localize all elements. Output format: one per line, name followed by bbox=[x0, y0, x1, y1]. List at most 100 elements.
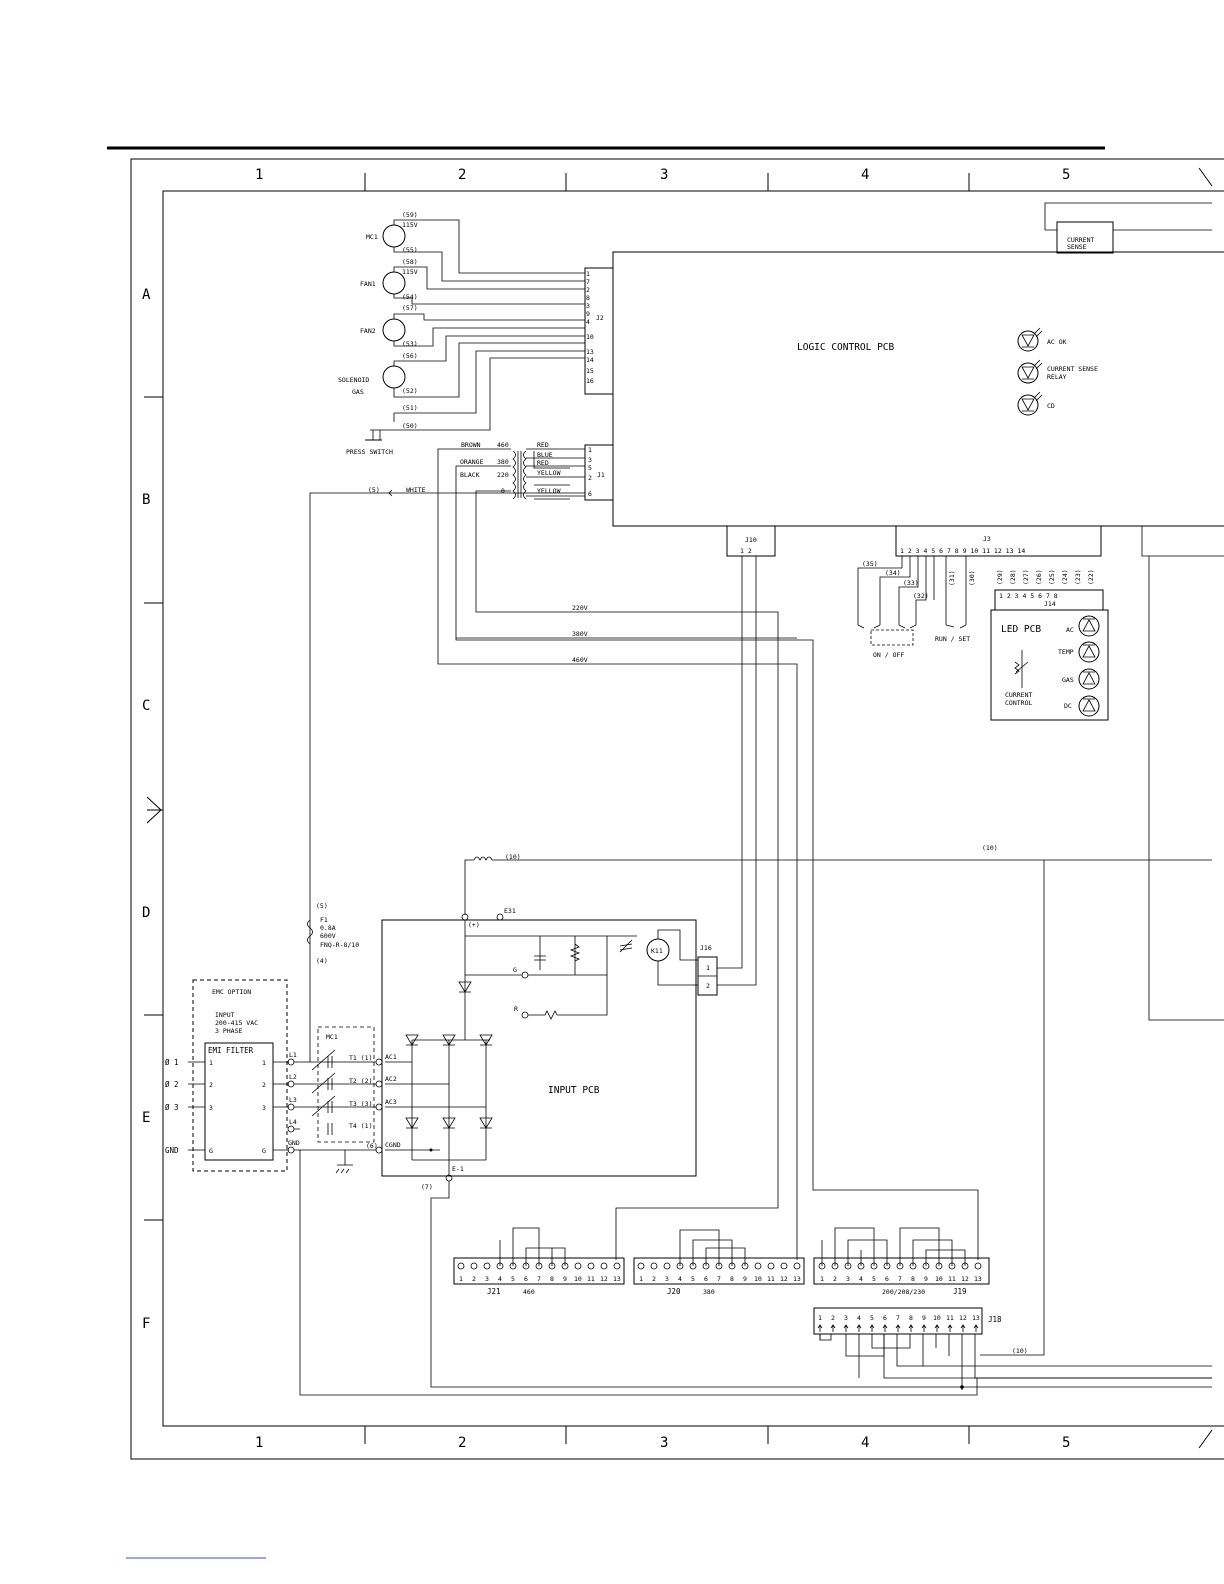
svg-text:AC2: AC2 bbox=[385, 1075, 397, 1083]
zone-col-5-top: 5 bbox=[1062, 167, 1070, 183]
svg-text:SOLENOID: SOLENOID bbox=[338, 376, 369, 384]
svg-text:1: 1 bbox=[588, 446, 592, 454]
j18-pin-arrow bbox=[921, 1324, 927, 1332]
input-pcb bbox=[381, 919, 697, 1177]
svg-text:(35): (35) bbox=[862, 560, 878, 568]
contact-labels: T1 (1) T2 (2) T3 (3) T4 (1) (6) bbox=[349, 1054, 378, 1150]
mc1-contactor-label: MC1 bbox=[326, 1033, 338, 1041]
zone-col-3-bottom: 3 bbox=[660, 1435, 668, 1451]
svg-text:SENSE: SENSE bbox=[1067, 243, 1087, 251]
zone-row-d: D bbox=[142, 905, 150, 921]
svg-text:1: 1 bbox=[262, 1059, 266, 1067]
jumper-pin bbox=[535, 1262, 543, 1270]
svg-text:2: 2 bbox=[586, 286, 590, 294]
switch-on-off: ON / OFF bbox=[873, 651, 904, 659]
control-transformer: BROWN 460 ORANGE 380 BLACK 220 0 RED BLU… bbox=[460, 441, 585, 500]
jumper-pin-number: 5 bbox=[691, 1275, 695, 1283]
svg-text:L3: L3 bbox=[289, 1096, 297, 1104]
current-sense: CURRENT SENSE bbox=[1044, 202, 1212, 254]
svg-text:2: 2 bbox=[209, 1081, 213, 1089]
jumper-pin bbox=[574, 1262, 582, 1270]
svg-text:G: G bbox=[209, 1147, 213, 1155]
svg-text:1: 1 bbox=[209, 1059, 213, 1067]
jumper-pin bbox=[702, 1262, 710, 1270]
j18-pin-number: 12 bbox=[959, 1314, 967, 1322]
jumper-pin-number: 10 bbox=[935, 1275, 943, 1283]
j18-pin-number: 1 bbox=[818, 1314, 822, 1322]
emi-filter-pins: 1 2 3 G 1 2 3 G bbox=[209, 1059, 266, 1155]
logic-control-pcb-title: LOGIC CONTROL PCB bbox=[797, 342, 895, 353]
svg-text:4: 4 bbox=[586, 318, 590, 326]
svg-text:115V: 115V bbox=[402, 268, 418, 276]
svg-text:115V: 115V bbox=[402, 221, 418, 229]
jumper-pin bbox=[780, 1262, 788, 1270]
svg-text:AC3: AC3 bbox=[385, 1098, 397, 1106]
svg-text:14: 14 bbox=[586, 356, 594, 364]
jumper-pin bbox=[715, 1262, 723, 1270]
svg-text:L4: L4 bbox=[289, 1118, 297, 1126]
jumper-pin bbox=[948, 1262, 956, 1270]
motor-mc1: (59) 115V MC1 (55) bbox=[366, 211, 418, 254]
jumper-pin-number: 1 bbox=[820, 1275, 824, 1283]
svg-text:1 2: 1 2 bbox=[740, 547, 752, 555]
j18-pin-number: 7 bbox=[896, 1314, 900, 1322]
jumper-pin-number: 10 bbox=[574, 1275, 582, 1283]
svg-text:RED: RED bbox=[537, 441, 549, 449]
svg-text:J20: J20 bbox=[667, 1287, 681, 1296]
solenoid-gas: (56) SOLENOID GAS (52) bbox=[338, 352, 418, 396]
svg-text:T1 (1): T1 (1) bbox=[349, 1054, 372, 1062]
jumper-pin-number: 2 bbox=[833, 1275, 837, 1283]
jumper-pin bbox=[741, 1262, 749, 1270]
svg-text:8: 8 bbox=[586, 294, 590, 302]
j1-label: J1 bbox=[597, 471, 605, 479]
svg-text:WHITE: WHITE bbox=[406, 486, 426, 494]
mc1-contactor bbox=[317, 1026, 375, 1143]
svg-text:1 2 3 4 5 6 7 8 9 10 11 12: 1 2 3 4 5 6 7 8 9 10 11 12 13 14 bbox=[900, 547, 1025, 555]
return-wiring bbox=[299, 1150, 978, 1396]
jumper-pin-number: 8 bbox=[550, 1275, 554, 1283]
svg-text:BLUE: BLUE bbox=[537, 451, 553, 459]
j18-pin-number: 10 bbox=[933, 1314, 941, 1322]
jumper-pin bbox=[676, 1262, 684, 1270]
j21-block: J21 460 bbox=[453, 1227, 625, 1296]
zone-row-b: B bbox=[142, 492, 150, 508]
svg-text:2: 2 bbox=[706, 982, 710, 990]
jumper-pin-number: 7 bbox=[537, 1275, 541, 1283]
j18-pin-arrow bbox=[856, 1324, 862, 1332]
emc-phase: 3 PHASE bbox=[215, 1027, 242, 1035]
j18-pin-number: 9 bbox=[922, 1314, 926, 1322]
switch-run-set: RUN / SET bbox=[935, 635, 970, 643]
j18-pin-arrow bbox=[882, 1324, 888, 1332]
svg-text:R: R bbox=[514, 1005, 518, 1013]
svg-text:3: 3 bbox=[262, 1104, 266, 1112]
j18-pin-number: 4 bbox=[857, 1314, 861, 1322]
j18-pin-arrow bbox=[934, 1324, 940, 1332]
j18-pin-arrow bbox=[895, 1324, 901, 1332]
jumper-pin-number: 4 bbox=[498, 1275, 502, 1283]
jumper-pin-number: 2 bbox=[652, 1275, 656, 1283]
jumper-pin-number: 11 bbox=[767, 1275, 775, 1283]
jumper-pin-number: 6 bbox=[885, 1275, 889, 1283]
svg-text:G: G bbox=[262, 1147, 266, 1155]
svg-text:FAN2: FAN2 bbox=[360, 327, 376, 335]
svg-text:1: 1 bbox=[706, 964, 710, 972]
j18-block: J18 (10) bbox=[813, 1307, 1212, 1390]
svg-text:600V: 600V bbox=[320, 932, 336, 940]
svg-text:(53): (53) bbox=[402, 340, 418, 348]
zone-row-f: F bbox=[142, 1316, 150, 1332]
svg-text:PRESS SWITCH: PRESS SWITCH bbox=[346, 448, 393, 456]
svg-text:Ø 3: Ø 3 bbox=[165, 1103, 179, 1112]
svg-text:ORANGE: ORANGE bbox=[460, 458, 484, 466]
j18-pin-number: 11 bbox=[946, 1314, 954, 1322]
svg-text:15: 15 bbox=[586, 367, 594, 375]
jumper-pin bbox=[909, 1262, 917, 1270]
svg-text:(7): (7) bbox=[421, 1183, 433, 1191]
led-ac-ok: AC OK bbox=[1017, 327, 1067, 352]
jumper-pin-number: 13 bbox=[974, 1275, 982, 1283]
svg-text:(22): (22) bbox=[1087, 569, 1095, 585]
svg-text:CD: CD bbox=[1047, 402, 1055, 410]
jumper-pin bbox=[561, 1262, 569, 1270]
j18-pin-number: 8 bbox=[909, 1314, 913, 1322]
svg-text:F1: F1 bbox=[320, 916, 328, 924]
svg-text:L2: L2 bbox=[289, 1073, 297, 1081]
